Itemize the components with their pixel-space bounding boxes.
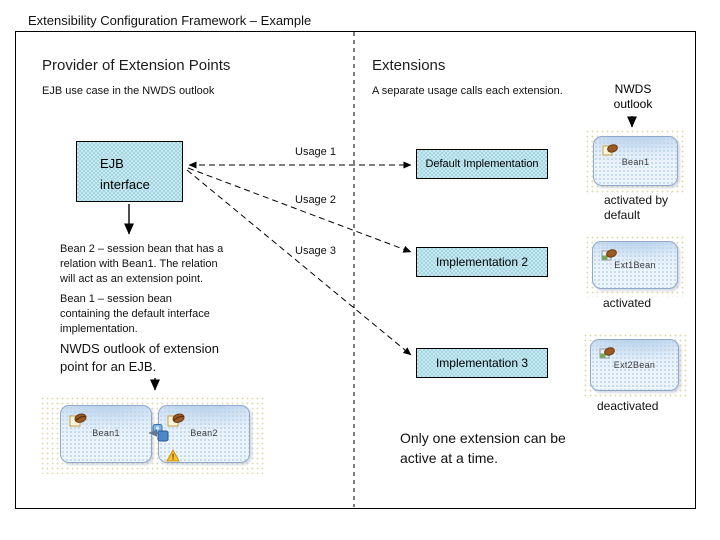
provider-heading: Provider of Extension Points xyxy=(42,57,231,74)
ext1bean-node: Ext1Bean xyxy=(592,241,678,289)
bean2-node-label: Bean2 xyxy=(190,428,218,438)
diagram-frame xyxy=(15,31,696,509)
extension-bean1-label: Bean1 xyxy=(621,157,650,167)
ext2bean-label: Ext2Bean xyxy=(613,360,656,370)
extensions-subheading: A separate usage calls each extension. xyxy=(372,85,563,97)
warning-icon xyxy=(166,448,180,467)
usage-1-label: Usage 1 xyxy=(295,146,336,158)
ejb-interface-label: EJB interface xyxy=(100,156,150,192)
relation-connector-icon xyxy=(152,423,169,448)
bean1-node: Bean1 xyxy=(60,405,152,463)
ext1bean-label: Ext1Bean xyxy=(614,260,656,270)
usage-2-label: Usage 2 xyxy=(295,194,336,206)
extensions-heading: Extensions xyxy=(372,57,446,74)
implementation-3-label: Implementation 3 xyxy=(435,356,529,370)
footnote: Only one extension can be active at a ti… xyxy=(400,430,566,466)
ejb-bean-icon xyxy=(602,143,619,162)
ext2bean-status: deactivated xyxy=(597,399,659,413)
ejb-bean-icon xyxy=(167,412,186,433)
nwds-outlook-label: NWDS outlook xyxy=(613,82,653,111)
ejb-interface-box: EJB interface xyxy=(76,141,183,202)
provider-subheading: EJB use case in the NWDS outlook xyxy=(42,85,215,97)
bean2-note: Bean 2 – session bean that has a relatio… xyxy=(60,243,224,285)
usage-3-label: Usage 3 xyxy=(295,245,336,257)
implementation-3-box: Implementation 3 xyxy=(416,348,548,378)
extension-bean1-node: Bean1 xyxy=(593,136,678,186)
implementation-2-box: Implementation 2 xyxy=(416,247,548,277)
ext-bean-icon xyxy=(599,346,616,365)
page-title: Extensibility Configuration Framework – … xyxy=(28,13,312,28)
ext2bean-node: Ext2Bean xyxy=(590,339,679,391)
nwds-outlook-note: NWDS outlook of extension point for an E… xyxy=(60,341,219,374)
bean1-node-label: Bean1 xyxy=(92,428,120,438)
default-implementation-box: Default Implementation xyxy=(416,149,548,179)
implementation-2-label: Implementation 2 xyxy=(435,255,529,269)
ejb-bean-icon xyxy=(69,412,88,433)
bean1-status: activated by default xyxy=(604,193,669,222)
ext-bean-icon xyxy=(601,248,618,267)
bean1-note: Bean 1 – session bean containing the def… xyxy=(60,293,210,335)
default-implementation-label: Default Implementation xyxy=(425,158,539,170)
ext1bean-status: activated xyxy=(603,296,652,310)
